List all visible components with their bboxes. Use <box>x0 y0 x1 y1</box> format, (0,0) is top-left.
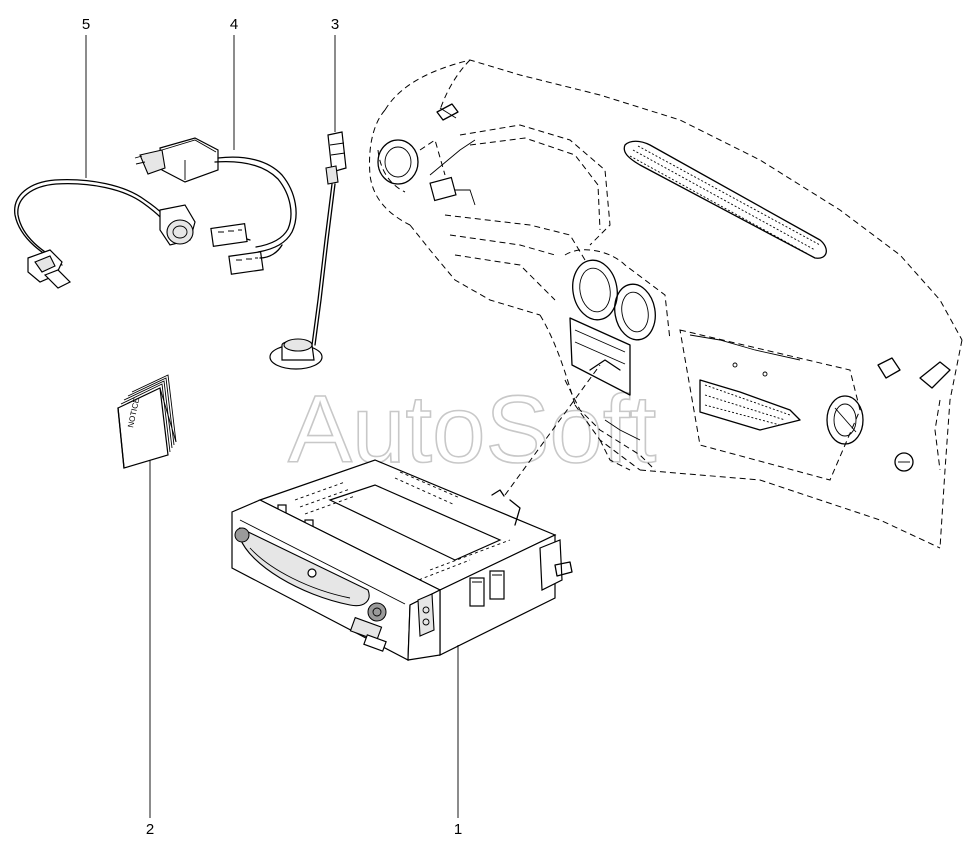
callout-3: 3 <box>331 16 339 33</box>
clip-right-icon <box>877 357 901 379</box>
wiring-harness-icon <box>134 137 297 275</box>
disc-icon <box>239 527 370 607</box>
leader-lines <box>85 35 601 818</box>
watermark-text: AutoSoft <box>288 376 656 483</box>
defroster-grille-icon <box>623 140 827 259</box>
screw-icon <box>894 452 914 472</box>
callout-2: 2 <box>146 821 154 838</box>
ring-connector-icon <box>159 204 196 246</box>
tuning-knob-icon <box>367 602 387 622</box>
left-vent-icon <box>377 139 419 185</box>
radio-aperture <box>564 317 656 471</box>
antenna-cable-part <box>269 131 347 370</box>
clip-icon <box>436 103 459 121</box>
radio-head-unit-part <box>231 459 573 661</box>
radio-head-unit-icon <box>231 459 573 661</box>
callout-4: 4 <box>230 16 238 33</box>
notice-booklet-icon <box>117 374 177 469</box>
dashboard-outline <box>369 59 963 549</box>
callout-1: 1 <box>454 821 462 838</box>
adapter-cable-part <box>14 179 196 289</box>
notice-booklet-part: NOTICE <box>117 374 177 469</box>
adapter-cable-icon <box>14 179 176 266</box>
center-vent-right-icon <box>614 283 656 341</box>
center-vent-left-icon <box>572 259 618 321</box>
right-vent-icon <box>826 395 864 445</box>
wiring-harness-part <box>134 137 297 275</box>
fakra-plug-icon <box>27 249 72 289</box>
callout-5: 5 <box>82 16 90 33</box>
glovebox-outline <box>679 329 861 481</box>
antenna-cable-icon <box>269 131 347 370</box>
volume-knob-icon <box>234 527 250 543</box>
